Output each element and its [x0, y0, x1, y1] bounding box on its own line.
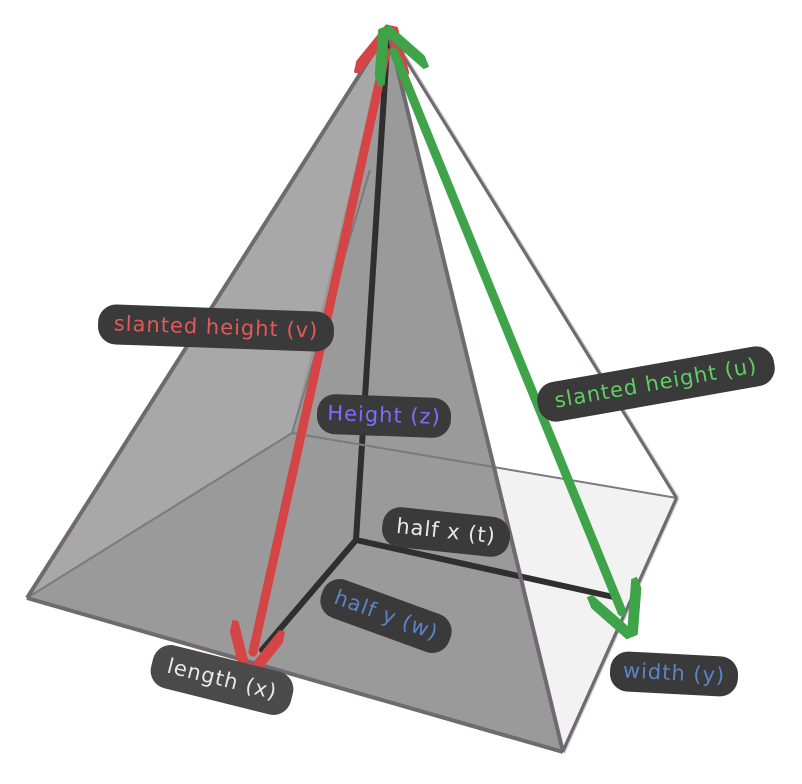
- label-height-z-text: Height (z): [327, 401, 441, 429]
- label-width-y: width (y): [609, 651, 739, 697]
- label-half-x-t: half x (t): [382, 507, 510, 557]
- label-width-y-text: width (y): [622, 658, 725, 687]
- label-slanted-height-u: slanted height (u): [537, 346, 775, 422]
- slanted-height-v-arrow: [253, 52, 386, 652]
- slanted-height-u-arrow: [394, 52, 622, 612]
- label-height-z: Height (z): [316, 394, 452, 438]
- label-slanted-height-v: slanted height (v): [97, 304, 335, 352]
